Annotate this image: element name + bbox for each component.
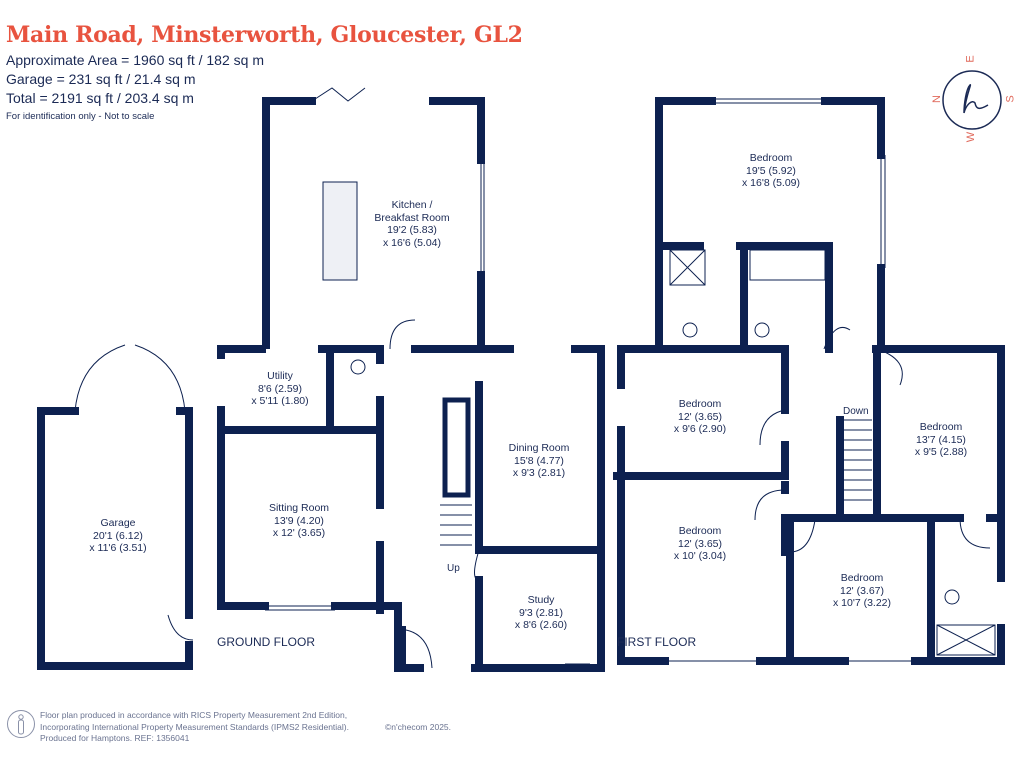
room-kitchen: Kitchen / Breakfast Room 19'2 (5.83) x 1…	[374, 199, 449, 249]
approximate-area: Approximate Area = 1960 sq ft / 182 sq m	[6, 52, 264, 68]
room-name: Dining Room	[508, 442, 570, 454]
footer-line: Produced for Hamptons. REF: 1356041	[40, 733, 190, 743]
room-bedroom-2: Bedroom 12' (3.65) x 9'6 (2.90)	[674, 398, 726, 436]
room-dim: x 5'11 (1.80)	[251, 395, 309, 407]
total-area: Total = 2191 sq ft / 203.4 sq m	[6, 90, 194, 106]
room-dim: x 12' (3.65)	[272, 527, 326, 539]
footer-line: Floor plan produced in accordance with R…	[40, 710, 348, 720]
room-dining-room: Dining Room 15'8 (4.77) x 9'3 (2.81)	[509, 442, 570, 480]
first-floor-label: FIRST FLOOR	[617, 635, 697, 649]
room-dim: 9'3 (2.81)	[518, 606, 564, 619]
room-dim: x 16'8 (5.09)	[741, 177, 801, 189]
room-name: Garage	[100, 517, 136, 529]
room-name: Bedroom	[678, 525, 722, 537]
room-dim: x 11'6 (3.51)	[89, 542, 147, 554]
room-name: Kitchen /	[391, 199, 433, 211]
room-dim: 12' (3.67)	[839, 584, 885, 597]
room-bedroom-5: Bedroom 12' (3.67) x 10'7 (3.22)	[833, 572, 891, 610]
room-name: Utility	[267, 370, 293, 382]
footer-note: Floor plan produced in accordance with R…	[40, 710, 349, 745]
room-study: Study 9'3 (2.81) x 8'6 (2.60)	[515, 594, 567, 632]
room-dim: x 8'6 (2.60)	[514, 619, 568, 631]
scale-note: For identification only - Not to scale	[6, 111, 155, 122]
room-garage: Garage 20'1 (6.12) x 11'6 (3.51)	[89, 517, 146, 555]
room-name: Bedroom	[919, 421, 963, 433]
room-dim: 8'6 (2.59)	[257, 382, 303, 395]
stairs-down-label: Down	[843, 406, 869, 417]
room-dim: x 9'3 (2.81)	[512, 467, 566, 479]
room-bedroom-3: Bedroom 13'7 (4.15) x 9'5 (2.88)	[915, 421, 967, 459]
room-dim: x 10' (3.04)	[673, 550, 727, 562]
room-utility: Utility 8'6 (2.59) x 5'11 (1.80)	[251, 370, 308, 408]
room-dim: 19'2 (5.83)	[387, 224, 437, 236]
person-scale-icon	[7, 710, 35, 738]
room-name: Study	[527, 594, 555, 606]
footer-line: Incorporating International Property Mea…	[40, 721, 349, 732]
room-bedroom-1: Bedroom 19'5 (5.92) x 16'8 (5.09)	[742, 152, 800, 190]
room-dim: 13'9 (4.20)	[274, 514, 324, 527]
room-dim: x 9'6 (2.90)	[673, 423, 727, 435]
room-name: Bedroom	[749, 152, 793, 164]
room-dim: 15'8 (4.77)	[514, 454, 564, 467]
room-dim: 12' (3.65)	[677, 410, 723, 423]
room-name: Sitting Room	[268, 502, 330, 514]
room-sitting-room: Sitting Room 13'9 (4.20) x 12' (3.65)	[269, 502, 329, 540]
room-dim: x 10'7 (3.22)	[832, 597, 892, 609]
room-dim: 20'1 (6.12)	[93, 529, 143, 542]
room-dim: 19'5 (5.92)	[746, 164, 796, 177]
property-title: Main Road, Minsterworth, Gloucester, GL2	[6, 22, 523, 48]
stairs-up-label: Up	[447, 563, 460, 574]
copyright: ©n'checom 2025.	[385, 722, 452, 732]
garage-area: Garage = 231 sq ft / 21.4 sq m	[6, 71, 196, 87]
room-name: Breakfast Room	[374, 211, 450, 224]
room-dim: 12' (3.65)	[677, 537, 723, 550]
ground-floor-label: GROUND FLOOR	[217, 635, 316, 649]
compass-icon: N E S W	[930, 55, 1020, 145]
room-dim: x 16'6 (5.04)	[382, 236, 442, 249]
room-dim: x 9'5 (2.88)	[914, 446, 968, 458]
room-name: Bedroom	[840, 572, 884, 584]
room-name: Bedroom	[678, 398, 722, 410]
room-bedroom-4: Bedroom 12' (3.65) x 10' (3.04)	[674, 525, 726, 563]
room-dim: 13'7 (4.15)	[916, 433, 966, 446]
